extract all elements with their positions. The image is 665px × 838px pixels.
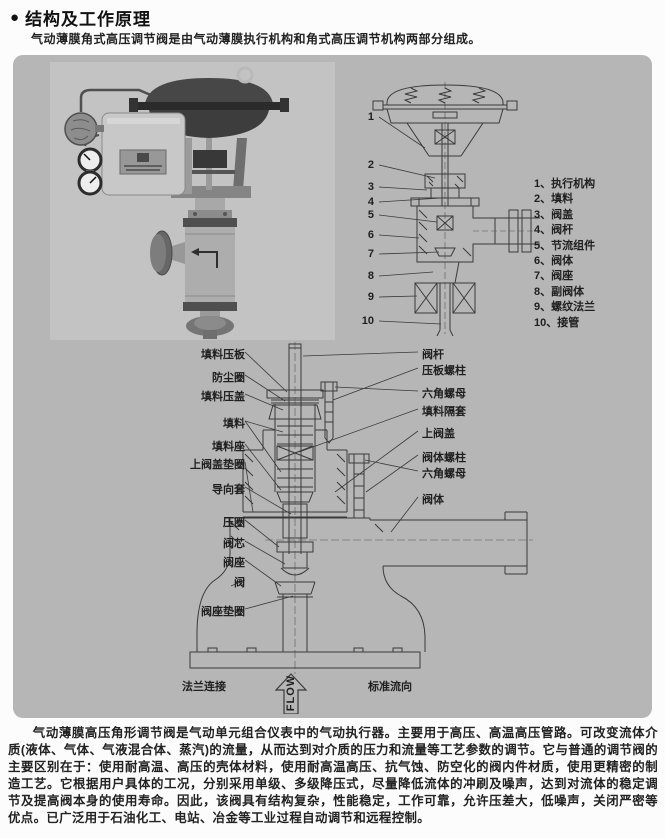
part-label: 六角螺母 — [422, 468, 466, 480]
part-label: 上阀盖 — [422, 428, 455, 440]
part-label: 压圈 — [223, 517, 245, 529]
diagram-number: 2 — [367, 159, 374, 171]
part-label: 阀体螺柱 — [422, 452, 466, 464]
diagram-number: 1 — [367, 111, 374, 123]
flow-direction-label: 标准流向 — [368, 681, 412, 693]
intro-text: 气动薄膜角式高压调节阀是由气动薄膜执行机构和角式高压调节机构两部分组成。 — [31, 32, 482, 46]
part-label: 防尘圈 — [212, 372, 245, 384]
diagram-number: 8 — [367, 270, 374, 282]
page-title: 结构及工作原理 — [25, 10, 152, 29]
part-label: 阀体 — [422, 494, 444, 506]
legend-item: 4、阀杆 — [534, 224, 574, 237]
parts-legend: 1、执行机构 2、填料 3、阀盖 4、阀杆 5、节流组件 6、阀体 7、阀座 8… — [534, 177, 644, 331]
legend-item: 7、阀座 — [534, 270, 574, 283]
diagram-number: 6 — [367, 229, 374, 241]
legend-item: 2、填料 — [534, 193, 574, 206]
diagram-number: 7 — [367, 248, 374, 260]
part-label: 阀 — [234, 577, 245, 589]
part-label: 压板螺柱 — [422, 365, 466, 377]
flange-connection-label: 法兰连接 — [182, 681, 226, 693]
flow-label: FLOW — [285, 674, 297, 712]
valve-detail-diagram — [189, 342, 533, 714]
part-label: 填料 — [223, 418, 245, 430]
diagram-number: 10 — [361, 315, 374, 327]
legend-item: 5、节流组件 — [534, 239, 596, 252]
valve-cross-section-diagram — [372, 82, 540, 336]
diagram-number: 4 — [367, 196, 374, 208]
part-label: 阀座垫圈 — [201, 606, 245, 618]
part-label: 阀杆 — [422, 349, 444, 361]
legend-item: 3、阀盖 — [534, 208, 574, 221]
legend-item: 8、副阀体 — [534, 285, 585, 298]
part-label: 填料隔套 — [422, 406, 466, 418]
legend-item: 1、执行机构 — [534, 178, 596, 190]
legend-item: 10、接管 — [534, 316, 580, 329]
part-label: 阀芯 — [223, 538, 245, 550]
diagram-number: 3 — [367, 181, 374, 193]
part-label: 填料座 — [212, 441, 245, 453]
diagram-number: 9 — [367, 291, 374, 303]
legend-item: 9、螺纹法兰 — [534, 301, 596, 314]
part-label: 导向套 — [212, 484, 245, 496]
section-header: ● 结构及工作原理 — [10, 5, 151, 30]
part-label: 填料压盖 — [201, 391, 245, 403]
legend-item: 6、阀体 — [534, 255, 574, 268]
part-label: 六角螺母 — [422, 388, 466, 400]
bullet-icon: ● — [10, 9, 20, 26]
part-label: 上阀盖垫圈 — [190, 459, 245, 471]
diagram-number: 5 — [367, 209, 374, 221]
part-label: 阀座 — [223, 557, 245, 569]
description-paragraph: 气动薄膜高压角形调节阀是气动单元组合仪表中的气动执行器。主要用于高压、高温高压管… — [8, 726, 658, 825]
part-label: 填料压板 — [201, 349, 245, 361]
valve-photo — [50, 62, 335, 340]
